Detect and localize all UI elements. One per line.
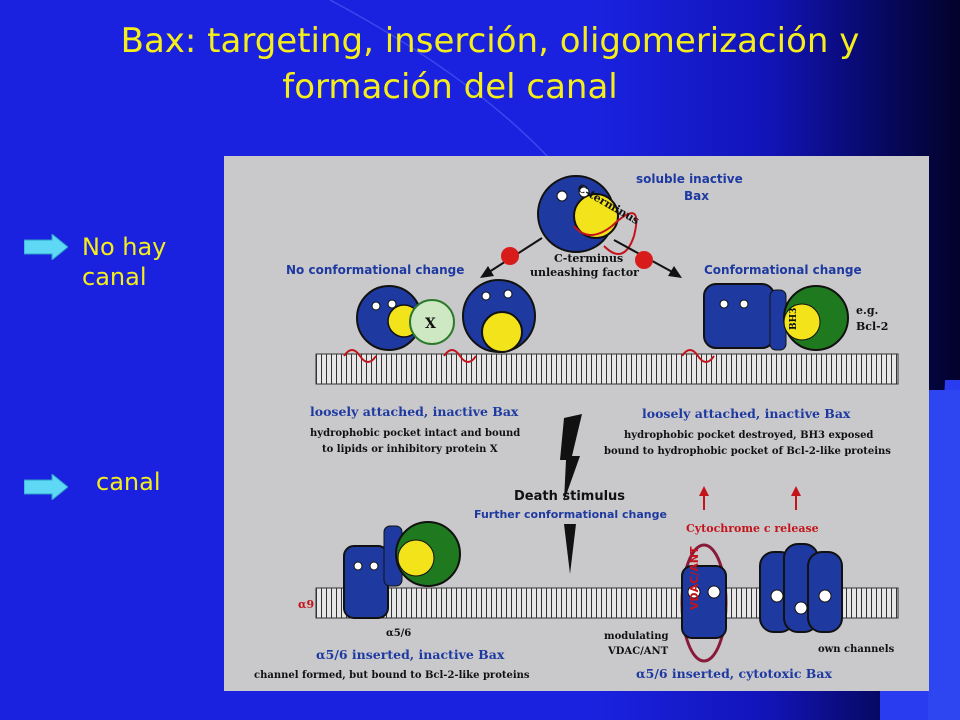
bax-with-x-icon [356, 285, 455, 351]
bax-bh3-bcl2-icon [703, 283, 849, 351]
title-line-1: Bax: targeting, inserción, oligomerizaci… [120, 21, 860, 61]
bullet-line: canal [82, 263, 147, 291]
left-state-2: hydrophobic pocket intact and bound [310, 428, 520, 439]
bax-free-icon [462, 279, 536, 353]
eg-label-2: Bcl-2 [856, 320, 888, 333]
bottom-left-2: channel formed, but bound to Bcl-2-like … [254, 670, 530, 681]
right-state-1: loosely attached, inactive Bax [642, 406, 851, 421]
eg-label-1: e.g. [856, 304, 878, 317]
top-label-1: soluble inactive [636, 172, 743, 186]
further-label: Further conformational change [474, 508, 667, 521]
lightning-icon [560, 414, 582, 501]
cyto-label: Cytochrome c release [686, 522, 819, 535]
left-state-1: loosely attached, inactive Bax [310, 404, 519, 419]
inserted-bax-bcl2-icon [343, 521, 461, 619]
right-state-2: hydrophobic pocket destroyed, BH3 expose… [624, 430, 873, 441]
vdac-label: VDAC/ANT [688, 546, 701, 610]
left-state-3: to lipids or inhibitory protein X [322, 444, 498, 455]
bullet-no-channel: No hay canal [82, 232, 166, 292]
bh3-label: BH3 [789, 308, 799, 330]
death-label: Death stimulus [514, 489, 625, 504]
bax-oligomer-channel-icon [759, 543, 843, 633]
alpha56-small-label: α5/6 [386, 628, 411, 639]
factor-label-2: unleashing factor [530, 266, 639, 279]
arrow-right-icon [24, 234, 68, 260]
slide-title: Bax: targeting, inserción, oligomerizaci… [0, 18, 960, 110]
bottom-right-label: α5/6 inserted, cytotoxic Bax [636, 666, 832, 681]
membrane-top [315, 353, 899, 385]
vdac-ant-channel-icon [680, 543, 728, 663]
soluble-bax-icon [537, 175, 638, 255]
alpha9-label: α9 [298, 598, 314, 611]
right-state-3: bound to hydrophobic pocket of Bcl-2-lik… [604, 446, 891, 457]
x-protein-label: X [425, 316, 436, 332]
change-label: Conformational change [704, 263, 862, 277]
arrow-right-icon [24, 474, 68, 500]
own-channels-label: own channels [818, 644, 895, 655]
modulating-label-2: VDAC/ANT [607, 646, 669, 657]
top-label-2: Bax [684, 189, 709, 203]
bottom-left-1: α5/6 inserted, inactive Bax [316, 647, 505, 662]
modulating-label-1: modulating [604, 631, 668, 642]
bullet-line: canal [96, 468, 161, 496]
bullet-channel: canal [96, 467, 161, 497]
bullet-line: No hay [82, 233, 167, 261]
bax-mechanism-figure: C-terminus soluble inactive Bax C-termin… [224, 156, 929, 691]
title-line-2: formación del canal [282, 67, 618, 107]
no-change-label: No conformational change [286, 263, 464, 277]
factor-label-1: C-terminus [554, 252, 623, 265]
